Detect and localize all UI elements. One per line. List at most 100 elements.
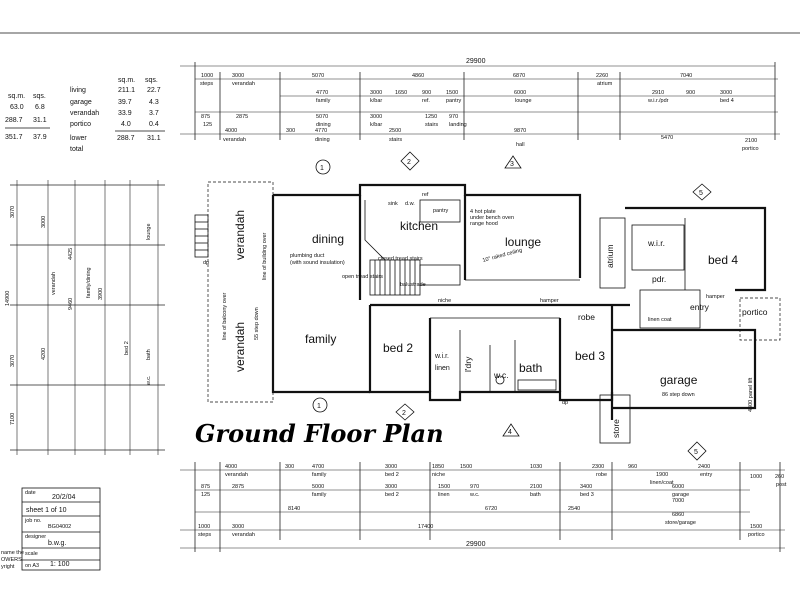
dim-value: 900 bbox=[686, 90, 695, 96]
note-hotplate: 4 hot plate bbox=[470, 209, 496, 215]
dim-overall: 29900 bbox=[466, 58, 486, 65]
area-sqs: 3.7 bbox=[149, 110, 159, 117]
paper-size: on A3 bbox=[25, 563, 39, 569]
note-open-tread: open tread stairs bbox=[342, 274, 383, 280]
note-panel-lift: 4800 panel lift bbox=[748, 377, 754, 412]
dim-value: 4770 bbox=[316, 90, 328, 96]
note-dw: d.w. bbox=[405, 201, 415, 207]
entry-outline bbox=[639, 289, 701, 329]
note-oven: under bench oven bbox=[470, 215, 514, 221]
dim-value: 9870 bbox=[514, 128, 526, 134]
stairs bbox=[369, 259, 461, 296]
dim-label: robe bbox=[596, 472, 607, 478]
dim-label: bath bbox=[530, 492, 541, 498]
note-pantry: pantry bbox=[433, 208, 449, 214]
area-sqs: 22.7 bbox=[147, 87, 161, 94]
dim-value: 2100 bbox=[530, 484, 542, 490]
dim-label: family bbox=[316, 98, 331, 104]
dim-value: 1500 bbox=[460, 464, 472, 470]
grid-marker bbox=[312, 397, 328, 413]
dim-value: 6000 bbox=[672, 484, 684, 490]
room-lounge: lounge bbox=[505, 235, 541, 249]
dim-value: 4425 bbox=[68, 248, 74, 260]
dim-label: w.i.r./pdr bbox=[647, 98, 669, 104]
dim-value: 7040 bbox=[680, 73, 692, 79]
fridge-pantry bbox=[419, 199, 461, 223]
room-kitchen: kitchen bbox=[400, 219, 438, 233]
room-bed2: bed 2 bbox=[383, 341, 413, 355]
job-number: BG04002 bbox=[48, 524, 71, 530]
dim-value: 1000 bbox=[750, 474, 762, 480]
dim-value: 7000 bbox=[672, 498, 684, 504]
grid-marker bbox=[692, 183, 712, 201]
grid-marker-label: 1 bbox=[317, 403, 321, 410]
designer: b.w.g. bbox=[48, 540, 66, 547]
room-linen-coat: linen coat bbox=[648, 317, 672, 323]
dim-label: bed 2 bbox=[385, 472, 399, 478]
dim-value: 6870 bbox=[513, 73, 525, 79]
grid-marker-label: 2 bbox=[407, 159, 411, 166]
dim-label: bed 2 bbox=[124, 341, 130, 355]
dim-value: 6000 bbox=[514, 90, 526, 96]
atrium-outline bbox=[599, 217, 626, 289]
dim-label: w.c. bbox=[146, 375, 152, 386]
dim-label: stairs bbox=[389, 137, 402, 143]
room-verandah: verandah bbox=[233, 210, 247, 260]
room-wc: w.c. bbox=[493, 370, 509, 380]
dim-label: verandah bbox=[51, 272, 57, 295]
area-header-sqm: sq.m. bbox=[118, 77, 135, 84]
dim-value: 260 bbox=[775, 474, 784, 480]
dim-value: 1000 bbox=[201, 73, 213, 79]
area-label: living bbox=[70, 87, 86, 94]
dim-label: family/dining bbox=[86, 267, 92, 298]
dim-value: 1000 bbox=[198, 524, 210, 530]
dim-value: 2875 bbox=[236, 114, 248, 120]
area-left-value: 288.7 bbox=[5, 117, 23, 124]
dim-value: 5470 bbox=[661, 135, 673, 141]
dim-value: 3400 bbox=[580, 484, 592, 490]
dim-value: 3000 bbox=[370, 114, 382, 120]
dim-ticks bbox=[194, 62, 776, 140]
outer-wall-south bbox=[368, 305, 614, 402]
dim-label: lounge bbox=[146, 223, 152, 240]
area-sqm: 39.7 bbox=[118, 99, 132, 106]
dim-value: 4000 bbox=[225, 464, 237, 470]
dim-label: w.c. bbox=[469, 492, 480, 498]
dim-value: 2260 bbox=[596, 73, 608, 79]
dim-label: linen bbox=[438, 492, 450, 498]
grid-marker-label: 1 bbox=[320, 165, 324, 172]
room-wir: w.i.r. bbox=[434, 353, 449, 360]
kitchen-bench bbox=[364, 200, 386, 261]
dim-value: 4860 bbox=[412, 73, 424, 79]
area-sqs: 4.3 bbox=[149, 99, 159, 106]
dim-label: verandah bbox=[232, 532, 255, 538]
area-left-value: 6.8 bbox=[35, 104, 45, 111]
dim-value: 5000 bbox=[312, 484, 324, 490]
dim-label: entry bbox=[700, 472, 712, 478]
dim-label: steps bbox=[198, 532, 211, 538]
drawing-scale: 1: 100 bbox=[50, 561, 70, 568]
dim-label: bed 3 bbox=[580, 492, 594, 498]
dim-value: 4770 bbox=[315, 128, 327, 134]
grid-marker bbox=[400, 151, 420, 171]
area-sqm: 33.9 bbox=[118, 110, 132, 117]
wir-pdr-block bbox=[631, 224, 685, 271]
dim-label: verandah bbox=[223, 137, 246, 143]
verandah-steps bbox=[194, 214, 209, 258]
area-sqm: 211.1 bbox=[118, 87, 135, 94]
side-text: OWERS bbox=[1, 557, 22, 563]
area-label: lower bbox=[70, 135, 87, 142]
note-dp: dp bbox=[203, 260, 209, 266]
dim-value: 5070 bbox=[316, 114, 328, 120]
dim-value: 3000 bbox=[232, 524, 244, 530]
designer-label: designer bbox=[25, 534, 46, 540]
dim-label: family bbox=[312, 492, 327, 498]
dim-label: verandah bbox=[232, 81, 255, 87]
dim-label: niche bbox=[432, 472, 445, 478]
dim-value: 6720 bbox=[485, 506, 497, 512]
area-label: verandah bbox=[70, 110, 99, 117]
dim-value: 2910 bbox=[652, 90, 664, 96]
room-portico: portico bbox=[742, 307, 768, 317]
note-dp-south: dp bbox=[562, 400, 568, 406]
